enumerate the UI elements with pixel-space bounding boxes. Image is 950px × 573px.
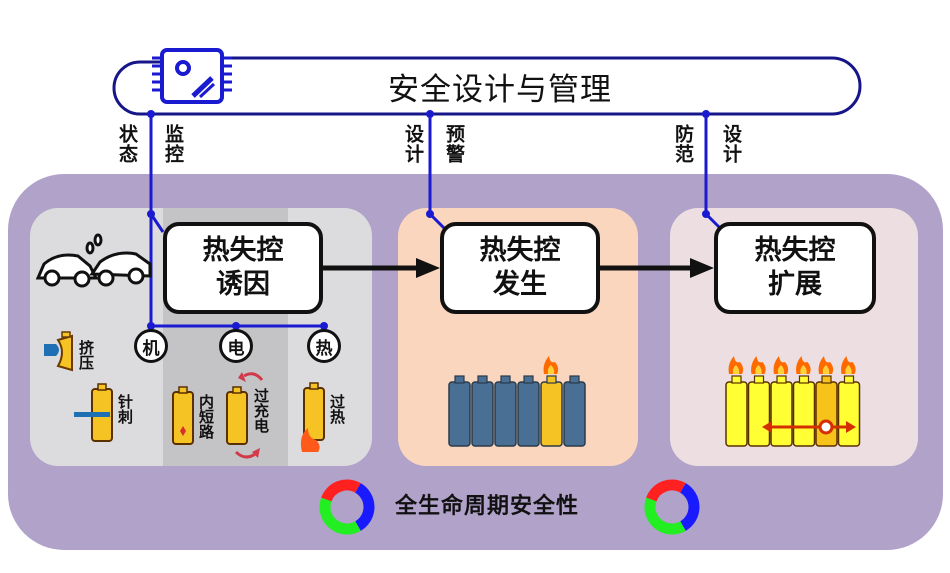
battery-cell — [448, 381, 471, 447]
stage-cause-node: 热失控 诱因 — [163, 222, 323, 314]
battery-terminal — [776, 375, 787, 384]
category-electrical: 电 — [219, 329, 253, 363]
battery-terminal — [523, 375, 534, 384]
chip-icon — [152, 48, 232, 104]
management-bar-outline — [112, 56, 862, 116]
battery-cell — [747, 381, 771, 447]
battery-terminal — [477, 375, 488, 384]
cycle-arc — [319, 497, 361, 535]
label-design-2: 设计 — [720, 124, 742, 164]
management-title: 安全设计与管理 — [388, 72, 612, 108]
label-internal-short: 内短路 — [197, 394, 215, 439]
label-warning: 预警 — [443, 124, 465, 164]
battery-cell — [837, 381, 861, 447]
compression-icon — [44, 331, 73, 372]
cycle-arc — [644, 497, 686, 535]
battery-terminal — [821, 375, 832, 384]
internal-short-icon — [172, 386, 194, 445]
label-nail-penetration: 针刺 — [116, 394, 134, 424]
category-thermal: 热 — [307, 329, 341, 363]
cycle-arc — [646, 479, 686, 502]
battery-cell — [725, 381, 748, 447]
label-prevent: 防范 — [672, 124, 694, 164]
stage-cause-line1: 热失控 — [202, 235, 284, 266]
battery-cell — [540, 381, 563, 447]
lifecycle-cycle-icon-right — [644, 479, 700, 535]
label-state: 状态 — [116, 124, 138, 164]
flame-icon — [728, 356, 744, 374]
battery-cell — [494, 381, 517, 447]
battery-terminal — [500, 375, 511, 384]
lifecycle-safety-label: 全生命周期安全性 — [395, 494, 580, 519]
cycle-arc — [679, 483, 700, 531]
flame-icon — [543, 356, 559, 374]
flow-arrow-1 — [323, 258, 440, 278]
battery-terminal — [843, 375, 855, 384]
occurrence-battery-pack — [448, 356, 586, 447]
label-compression: 挤压 — [77, 340, 95, 370]
stage-propagation-line1: 热失控 — [754, 235, 836, 266]
battery-cell — [815, 381, 838, 447]
stage-occurrence-line1: 热失控 — [479, 235, 561, 266]
flame-icon — [796, 356, 811, 374]
label-overheat: 过热 — [328, 394, 346, 424]
battery-terminal — [753, 375, 765, 384]
battery-terminal — [798, 375, 810, 384]
label-monitor: 监控 — [162, 124, 184, 164]
lifecycle-cycle-icon-left — [319, 479, 375, 535]
battery-cell — [471, 381, 494, 447]
label-overcharge: 过充电 — [252, 388, 270, 433]
flame-icon — [841, 356, 856, 374]
stage-occurrence-node: 热失控 发生 — [440, 222, 600, 314]
stage-occurrence-line2: 发生 — [493, 269, 547, 300]
battery-cell — [517, 381, 540, 447]
flame-icon — [818, 356, 834, 374]
stage-propagation-node: 热失控 扩展 — [714, 222, 876, 314]
stage-propagation-line2: 扩展 — [768, 269, 822, 300]
car-crash-icon — [35, 233, 152, 288]
battery-cell — [563, 381, 586, 447]
cycle-arc — [321, 479, 361, 502]
propagation-battery-pack — [725, 356, 861, 447]
overheat-icon — [300, 382, 325, 452]
category-mechanical: 机 — [134, 329, 168, 363]
flow-arrow-2 — [600, 258, 714, 278]
battery-terminal — [731, 375, 742, 384]
battery-cell — [770, 381, 793, 447]
battery-terminal — [546, 375, 557, 384]
propagation-arrow — [762, 419, 856, 435]
overcharge-icon — [226, 372, 264, 459]
battery-terminal — [569, 375, 580, 384]
flame-icon — [751, 356, 766, 374]
battery-cell — [792, 381, 816, 447]
label-design-1: 设计 — [402, 124, 424, 164]
stage-cause-line2: 诱因 — [216, 269, 270, 300]
nail-penetration-icon — [74, 383, 113, 442]
cycle-arc — [354, 483, 375, 531]
flame-icon — [773, 356, 789, 374]
battery-terminal — [454, 375, 465, 384]
